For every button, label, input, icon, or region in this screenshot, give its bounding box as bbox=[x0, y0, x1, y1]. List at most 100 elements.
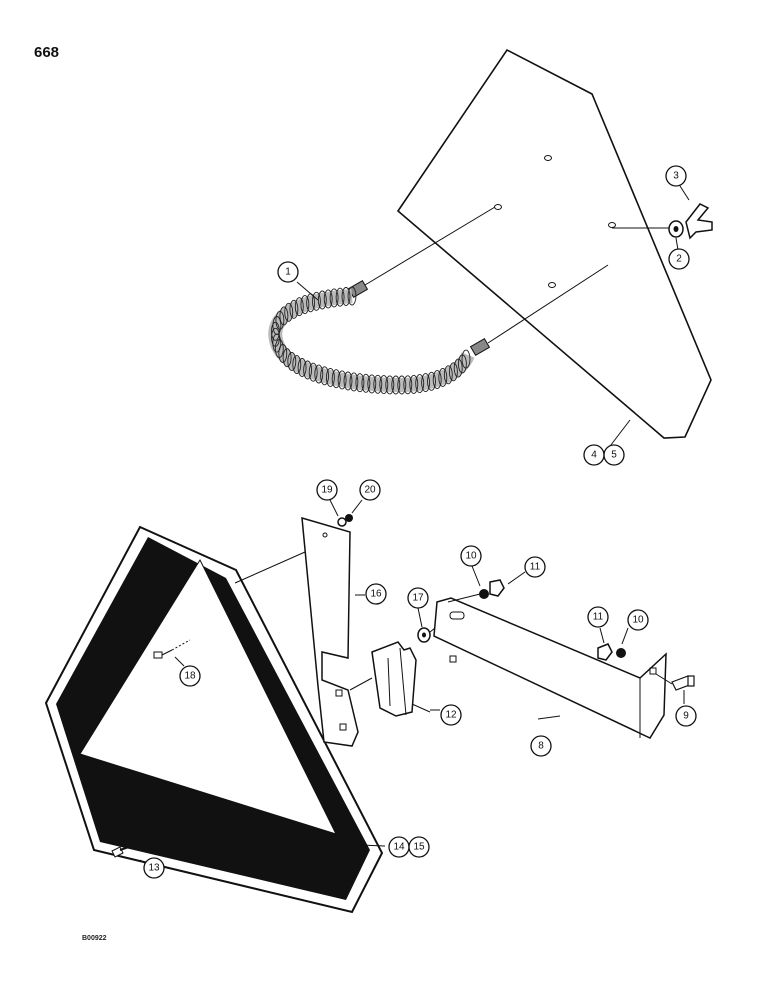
coil-loop bbox=[379, 375, 389, 395]
coil-loop bbox=[347, 286, 357, 306]
callout-5: 5 bbox=[603, 444, 625, 466]
coil-loop bbox=[289, 299, 299, 319]
coil-loop bbox=[303, 360, 313, 380]
coil-loop bbox=[308, 362, 318, 382]
coil-loop bbox=[403, 375, 413, 395]
bolt-9 bbox=[655, 673, 695, 691]
coiled-cable bbox=[268, 206, 609, 395]
coil-loop bbox=[415, 374, 425, 394]
svg-text:20: 20 bbox=[364, 485, 376, 496]
coil-loop bbox=[385, 375, 395, 395]
callout-19: 19 bbox=[316, 479, 338, 501]
coil-loop bbox=[282, 348, 292, 368]
coil-loop bbox=[409, 374, 419, 394]
coil-loop bbox=[367, 374, 377, 394]
coil-loop bbox=[461, 349, 471, 369]
svg-text:13: 13 bbox=[148, 863, 160, 874]
nut-washer-10-11-lower bbox=[597, 627, 629, 661]
svg-text:12: 12 bbox=[445, 710, 457, 721]
bolt-18 bbox=[153, 639, 191, 659]
svg-text:15: 15 bbox=[413, 842, 425, 853]
callout-8: 8 bbox=[530, 735, 552, 757]
coil-loop bbox=[331, 369, 341, 389]
coil-loop bbox=[284, 302, 294, 322]
coil-loop bbox=[294, 297, 304, 317]
callout-3: 3 bbox=[665, 165, 687, 187]
callout-16: 16 bbox=[365, 583, 387, 605]
callout-10a: 10 bbox=[460, 545, 482, 567]
svg-text:8: 8 bbox=[538, 741, 544, 752]
callout-10b: 10 bbox=[627, 609, 649, 631]
callout-15: 15 bbox=[408, 836, 430, 858]
callout-18: 18 bbox=[179, 665, 201, 687]
svg-text:5: 5 bbox=[611, 450, 617, 461]
svg-text:10: 10 bbox=[632, 615, 644, 626]
coil-loop bbox=[443, 365, 453, 385]
coil-loop bbox=[438, 367, 448, 387]
coil-loop bbox=[300, 295, 310, 315]
nut-washer-19-20 bbox=[329, 499, 363, 527]
bracket-16 bbox=[301, 516, 365, 747]
coil-loop bbox=[275, 310, 285, 330]
coil-loop bbox=[432, 370, 442, 390]
coil-loop bbox=[287, 351, 297, 371]
coil-loop bbox=[325, 367, 335, 387]
coil-loop bbox=[391, 375, 401, 395]
coil-loop bbox=[427, 371, 436, 391]
callout-11a: 11 bbox=[524, 556, 546, 578]
smv-emblem bbox=[44, 525, 386, 914]
svg-text:19: 19 bbox=[321, 485, 333, 496]
drawing-code: B00922 bbox=[82, 935, 107, 942]
coil-loop bbox=[453, 358, 463, 378]
coil-loop bbox=[335, 287, 345, 307]
coil-loop bbox=[297, 358, 307, 377]
coil-loop bbox=[361, 373, 371, 393]
coil-loop bbox=[337, 370, 347, 390]
mounting-plate bbox=[396, 48, 712, 439]
page-number: 668 bbox=[34, 44, 60, 61]
coil-loop bbox=[311, 291, 321, 311]
svg-text:1: 1 bbox=[285, 267, 291, 278]
wing-nut-assembly bbox=[612, 185, 713, 251]
coil-loop bbox=[355, 373, 365, 393]
coil-loop bbox=[292, 355, 302, 375]
svg-text:14: 14 bbox=[393, 842, 405, 853]
svg-text:17: 17 bbox=[412, 593, 424, 604]
coil-loop bbox=[343, 371, 353, 391]
coil-loop bbox=[421, 373, 431, 393]
callout-1: 1 bbox=[277, 261, 299, 283]
svg-text:11: 11 bbox=[593, 612, 604, 623]
svg-text:11: 11 bbox=[530, 562, 541, 573]
callout-13: 13 bbox=[143, 857, 165, 879]
coil-loop bbox=[349, 372, 359, 392]
coil-loop bbox=[278, 343, 288, 363]
bracket-8 bbox=[433, 597, 667, 739]
coil-loop bbox=[373, 374, 383, 394]
coil-loop bbox=[314, 364, 324, 384]
callout-11b: 11 bbox=[587, 606, 609, 628]
callout-17: 17 bbox=[407, 587, 429, 609]
clip-12 bbox=[349, 641, 431, 717]
nut-washer-10-11-upper bbox=[447, 565, 526, 603]
callout-9: 9 bbox=[675, 705, 697, 727]
svg-text:18: 18 bbox=[184, 671, 196, 682]
coil-loop bbox=[320, 366, 330, 386]
callout-4: 4 bbox=[583, 444, 605, 466]
svg-text:9: 9 bbox=[683, 711, 689, 722]
coil-loop bbox=[279, 306, 289, 326]
coil-loop bbox=[317, 290, 327, 310]
callout-20: 20 bbox=[359, 479, 381, 501]
bolt-13 bbox=[111, 844, 136, 858]
callout-2: 2 bbox=[668, 248, 690, 270]
coil-loop bbox=[329, 288, 339, 308]
coil-loop bbox=[272, 333, 282, 353]
svg-text:3: 3 bbox=[673, 171, 679, 182]
callout-14: 14 bbox=[388, 836, 410, 858]
coil-loop bbox=[341, 287, 351, 306]
svg-text:10: 10 bbox=[465, 551, 477, 562]
svg-text:16: 16 bbox=[370, 589, 382, 600]
coil-loop bbox=[448, 362, 458, 382]
callout-12: 12 bbox=[440, 704, 462, 726]
coil-loop bbox=[397, 375, 407, 395]
